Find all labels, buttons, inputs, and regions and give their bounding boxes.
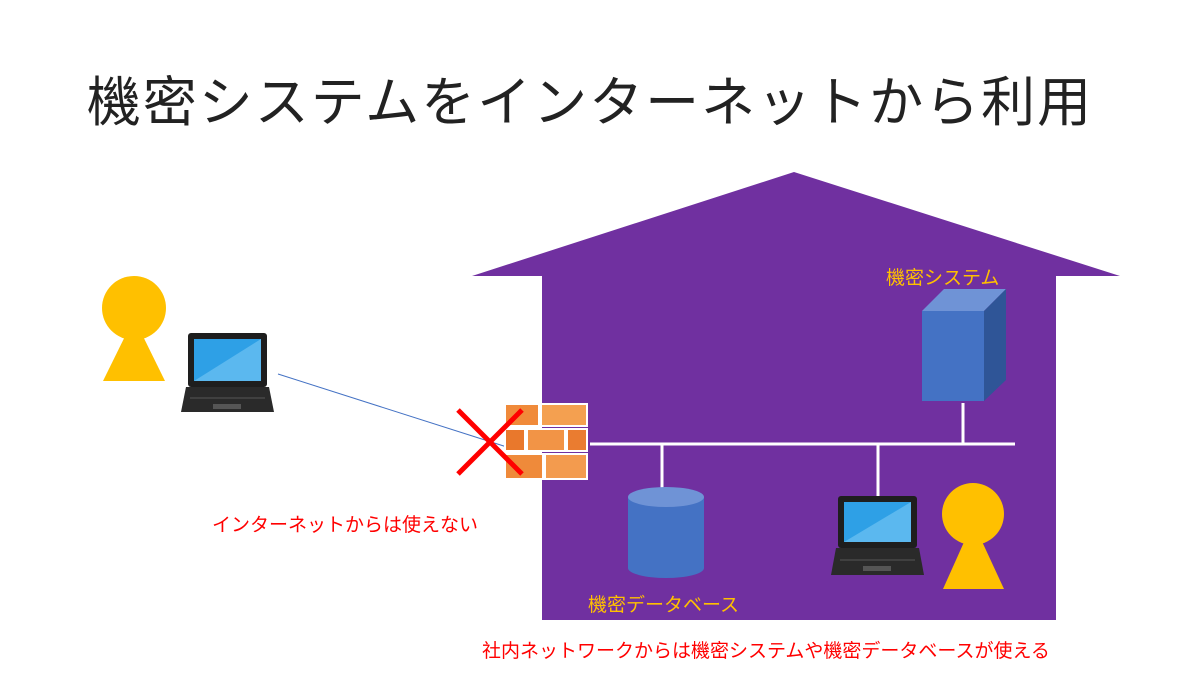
laptop-icon — [181, 333, 274, 412]
laptop-icon — [831, 496, 924, 575]
firewall-icon — [504, 403, 588, 480]
internet-blocked-note: インターネットからは使えない — [212, 514, 479, 536]
internal-network-lines — [590, 403, 1015, 496]
confidential-system-label: 機密システム — [886, 267, 1000, 289]
server-icon — [922, 289, 1006, 401]
internal-network-note: 社内ネットワークからは機密システムや機密データベースが使える — [482, 640, 1050, 662]
person-icon — [942, 483, 1004, 589]
confidential-database-label: 機密データベース — [588, 594, 740, 616]
slide-title: 機密システムをインターネットから利用 — [86, 71, 1094, 134]
blocked-x-icon — [456, 408, 524, 476]
person-icon — [102, 276, 166, 381]
database-icon — [628, 487, 704, 578]
internet-link-line — [277, 373, 511, 449]
company-house — [472, 172, 1120, 620]
